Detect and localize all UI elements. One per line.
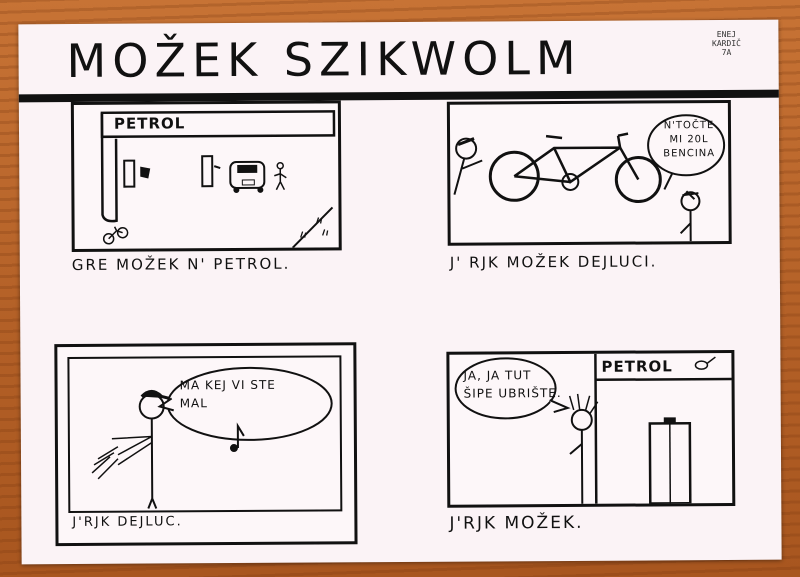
speech-line-1: JA, JA TUT [463,368,532,383]
speech-line-1: N'TOČTE [663,120,715,132]
author-signature: ENEJ KARDIČ 7A [706,30,746,57]
bicycle-icon [102,226,129,245]
speech-line-1: MA KEJ VI STE [179,377,276,393]
panel-1-caption: GRE MOŽEK N' PETROL. [71,254,291,275]
panel-3-speech: MA KEJ VI STE MAL [180,376,276,413]
panel-2: N'TOČTE MI 20L BENCINA [446,99,732,246]
panel-1: PETROL [70,100,342,253]
music-note-icon [229,422,245,453]
signature-line-3: 7A [721,47,732,58]
panel-3-caption: J'RJK DEJLUC. [72,514,183,531]
panel-4-speech: JA, JA TUT ŠIPE UBRIŠTE. [463,366,561,403]
panel-4-caption: J'RJK MOŽEK. [449,512,584,534]
signature-line-2: KARDIČ [712,38,741,49]
comic-title: MOŽEK SZIKWOLM [66,30,582,89]
petrol-sign-1: PETROL [113,114,186,133]
panel-1-drawing [100,110,336,249]
poster-paper: MOŽEK SZIKWOLM ENEJ KARDIČ 7A [18,19,782,565]
panel-4-drawing [454,353,732,505]
panel-3-drawing [91,366,333,509]
signature-line-1: ENEJ [716,29,737,40]
speech-line-2: MI 20L [669,134,709,146]
speech-line-2: ŠIPE UBRIŠTE. [463,386,562,401]
panel-3: MA KEJ VI STE MAL J'RJK DEJLUC. [54,342,358,547]
bicycle-icon [488,132,662,204]
panel-2-caption: J' RJK MOŽEK DEJLUCI. [449,252,658,272]
panel-2-speech: N'TOČTE MI 20L BENCINA [654,119,724,161]
panel-4: PETROL JA, JA TUT ŠIPE UBRIŠTE. [446,349,736,508]
petrol-sign-2: PETROL [601,357,673,376]
panel-2-drawing [453,114,726,242]
speech-line-2: MAL [179,396,208,411]
fuel-nozzle-icon [694,356,716,370]
car-icon [229,160,266,193]
speech-line-3: BENCINA [663,148,716,160]
